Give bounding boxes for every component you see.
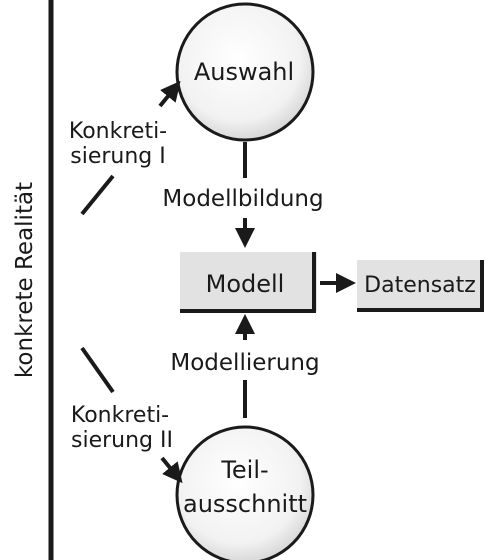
node-datensatz-label: Datensatz (364, 273, 476, 298)
edge-modellierung-label: Modellierung (170, 350, 319, 376)
edge-konkretisierung-2-label-1: Konkreti- (71, 403, 169, 428)
edge-konkretisierung-2-label-2: sierung II (71, 428, 173, 453)
edge-konkretisierung-1: Konkreti- sierung I (69, 80, 181, 216)
node-teilausschnitt-label-1: Teil- (220, 456, 268, 484)
edge-konkretisierung-1-label-1: Konkreti- (69, 119, 167, 144)
node-auswahl: Auswahl (175, 2, 315, 142)
edge-modellbildung-label: Modellbildung (162, 186, 323, 212)
side-bar: konkrete Realität (0, 0, 54, 560)
side-label: konkrete Realität (12, 182, 38, 378)
node-modell-label: Modell (206, 270, 285, 298)
node-datensatz: Datensatz (357, 260, 484, 312)
node-teilausschnitt-label-2: ausschnitt (183, 490, 307, 518)
edge-konkretisierung-1-label-2: sierung I (70, 144, 166, 169)
node-modell: Modell (180, 252, 317, 313)
edge-modellierung: Modellierung (170, 314, 320, 418)
node-teilausschnitt: Teil- ausschnitt (175, 425, 315, 560)
edge-konkretisierung-2: Konkreti- sierung II (71, 346, 183, 484)
node-auswahl-label: Auswahl (194, 58, 294, 86)
edge-modellbildung: Modellbildung (162, 142, 324, 248)
